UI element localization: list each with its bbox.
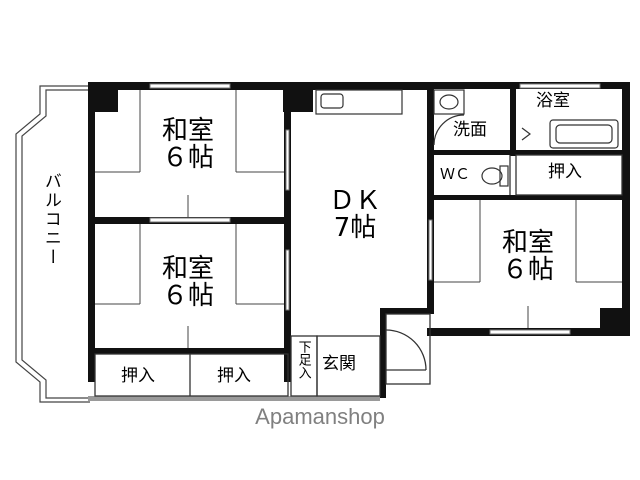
balcony-outline — [15, 85, 90, 403]
entrance-label: 玄関 — [322, 354, 356, 374]
closet-mid-label: 押入 — [217, 366, 251, 386]
room-dk: ＤＫ 7帖 — [300, 186, 410, 244]
bath-label: 浴室 — [536, 91, 570, 111]
shoe-closet-label: 下足入 — [295, 340, 311, 379]
room-washitsu-top-size: ６帖 — [161, 143, 214, 174]
tatami-lines — [95, 90, 622, 348]
room-washitsu-top: 和室 ６帖 — [140, 116, 236, 174]
balcony-label: バルコニー — [40, 172, 61, 267]
closet-right-label: 押入 — [548, 162, 582, 182]
kitchen-counter — [315, 89, 403, 115]
room-washitsu-right-name: 和室 — [501, 228, 554, 258]
wc-label: ＷＣ — [440, 165, 471, 183]
closet-left-label: 押入 — [121, 366, 155, 386]
toilet — [481, 165, 509, 187]
balcony-bottom-bar — [88, 396, 380, 401]
room-washitsu-bottom: 和室 ６帖 — [140, 254, 236, 312]
room-washitsu-right: 和室 ６帖 — [480, 228, 576, 286]
wash-basin — [433, 89, 465, 146]
washroom-label: 洗面 — [453, 120, 487, 140]
room-washitsu-bottom-size: ６帖 — [161, 281, 214, 312]
room-dk-size: 7帖 — [333, 213, 377, 244]
room-dk-name: ＤＫ — [328, 186, 381, 216]
room-washitsu-bottom-name: 和室 — [161, 254, 214, 284]
room-washitsu-right-size: ６帖 — [501, 255, 554, 286]
room-washitsu-top-name: 和室 — [161, 116, 214, 146]
watermark: Apamanshop — [255, 404, 385, 429]
openings — [149, 83, 601, 335]
partitions — [94, 154, 623, 397]
bathtub — [521, 119, 619, 149]
